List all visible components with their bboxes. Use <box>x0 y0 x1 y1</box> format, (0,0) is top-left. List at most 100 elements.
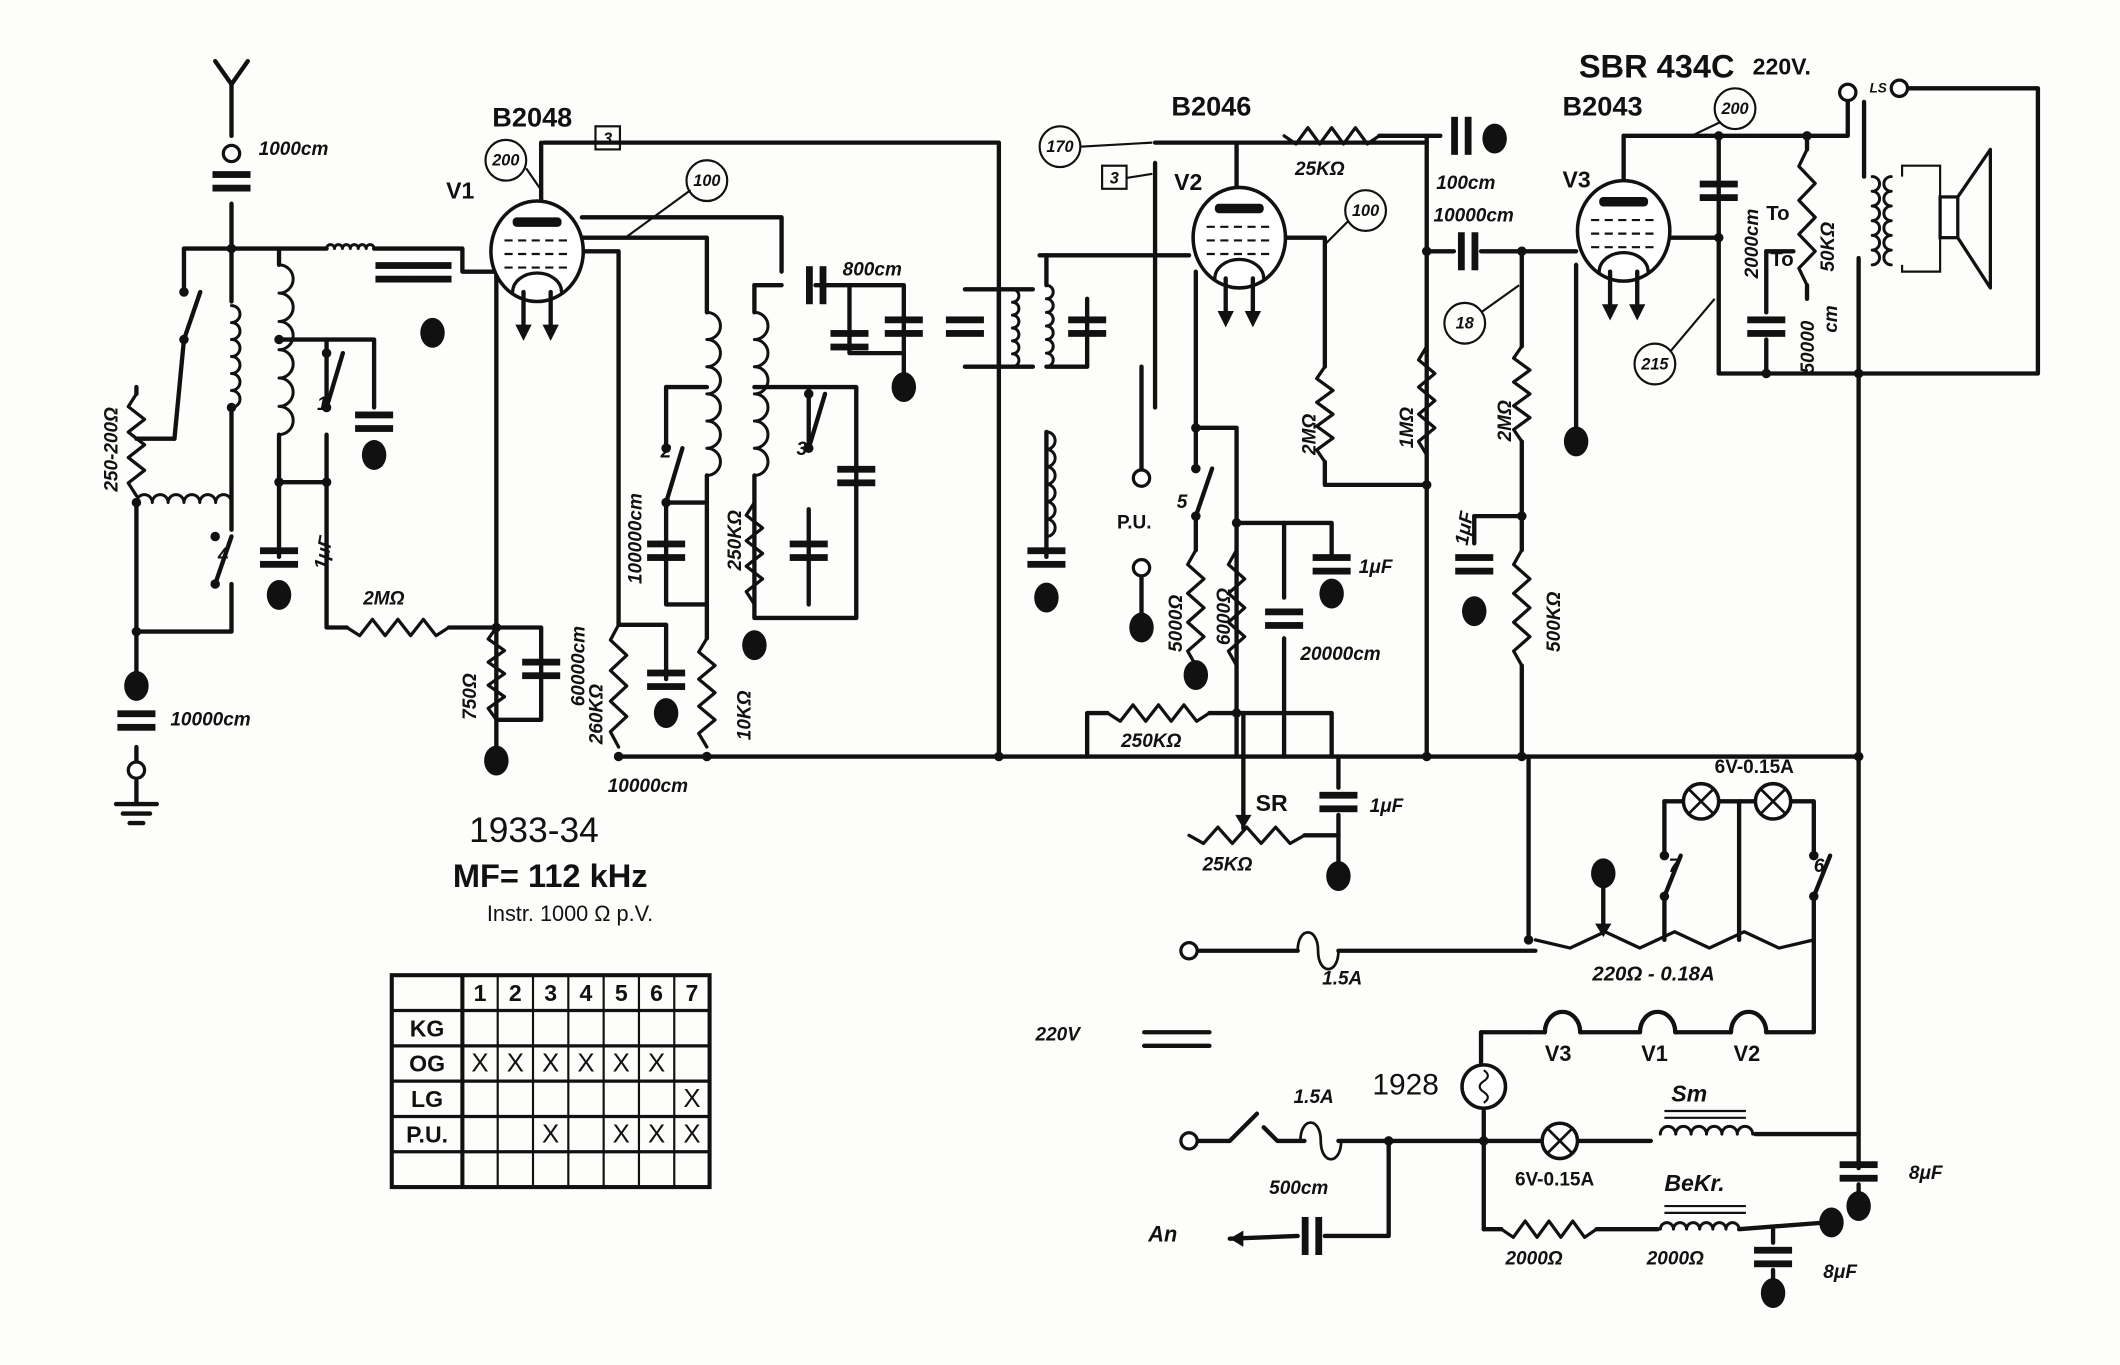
svg-text:10000cm: 10000cm <box>608 776 688 797</box>
ground-dot <box>484 745 509 776</box>
resistor <box>1282 126 1381 146</box>
wire <box>579 249 621 627</box>
wire <box>1261 1125 1307 1144</box>
svg-text:1μF: 1μF <box>1359 557 1394 578</box>
capacitor-plate <box>375 275 414 283</box>
svg-text:750Ω: 750Ω <box>460 673 481 720</box>
capacitor-plate <box>375 262 414 269</box>
wire <box>1322 1138 1391 1239</box>
svg-text:4: 4 <box>217 545 229 566</box>
svg-text:3: 3 <box>1110 169 1119 187</box>
svg-text:10000cm: 10000cm <box>1434 205 1514 226</box>
voltage-tag: 200 <box>484 138 528 182</box>
junction-dot <box>1713 131 1724 141</box>
junction-dot <box>1479 1136 1489 1146</box>
inductor-coil <box>1658 1221 1741 1231</box>
junction-dot <box>1231 708 1242 718</box>
capacitor-plate <box>413 262 452 269</box>
capacitor-plate <box>1699 180 1738 188</box>
capacitor-plate <box>647 669 686 677</box>
capacitor-plate <box>789 540 828 548</box>
tube-grid <box>1206 225 1272 256</box>
junction-dot <box>1517 246 1527 257</box>
capacitor-plate <box>117 723 156 731</box>
inductor-coil <box>1044 430 1057 538</box>
junction-dot <box>274 334 284 345</box>
junction-dot <box>210 531 220 542</box>
svg-text:5000Ω: 5000Ω <box>1166 595 1187 652</box>
junction-dot <box>226 402 237 413</box>
capacitor-plate <box>830 343 869 351</box>
svg-text:6V-0.15A: 6V-0.15A <box>1515 1170 1594 1191</box>
wire <box>134 581 234 634</box>
svg-text:2: 2 <box>660 442 672 463</box>
inductor-coil <box>325 243 376 251</box>
capacitor-plate <box>945 316 984 324</box>
wire <box>213 58 250 87</box>
capacitor-plate <box>1455 554 1494 561</box>
ground-dot <box>361 440 387 470</box>
resistor <box>1499 1219 1599 1239</box>
filament-arrow-icon <box>1601 304 1619 321</box>
choke-core <box>1664 1205 1746 1214</box>
svg-text:P.U.: P.U. <box>1117 512 1152 533</box>
tube-anode <box>1214 203 1264 214</box>
ground-dot <box>1482 123 1507 154</box>
terminal <box>126 760 147 780</box>
capacitor-plate <box>884 316 923 324</box>
junction-dot <box>179 287 189 297</box>
svg-text:1MΩ: 1MΩ <box>1397 407 1418 448</box>
svg-text:60000cm: 60000cm <box>569 626 590 706</box>
junction-dot <box>994 751 1004 762</box>
junction-dot <box>1659 891 1670 902</box>
ground-dot <box>266 579 292 610</box>
loudspeaker-icon <box>1956 147 1993 290</box>
table-row-label: KG <box>410 1015 445 1041</box>
resistor <box>1226 548 1247 668</box>
ground-dot <box>1183 660 1209 690</box>
junction-dot <box>803 443 814 453</box>
svg-text:2000Ω: 2000Ω <box>1504 1248 1562 1269</box>
ground-dot <box>420 317 445 348</box>
model-voltage: 220V. <box>1753 54 1811 80</box>
capacitor-plate <box>1265 622 1304 629</box>
arrow-icon <box>1235 814 1252 829</box>
terminal <box>1179 1131 1199 1151</box>
terminal <box>1131 557 1152 578</box>
junction-dot <box>1761 368 1772 379</box>
junction-dot <box>1517 511 1527 521</box>
svg-text:8μF: 8μF <box>1909 1163 1944 1184</box>
resistor <box>1533 930 1816 950</box>
capacitor-plate <box>884 330 923 337</box>
junction-dot <box>1809 891 1819 902</box>
switch-blade <box>806 391 828 451</box>
svg-text:3: 3 <box>797 439 808 460</box>
lamp-cross <box>1759 787 1787 815</box>
filament-arrow-icon <box>515 324 532 341</box>
capacitor-plate <box>819 266 827 305</box>
junction-dot <box>1231 518 1242 528</box>
svg-text:1928: 1928 <box>1372 1069 1438 1102</box>
resistor <box>1416 344 1437 457</box>
svg-text:20000cm: 20000cm <box>1299 644 1380 665</box>
junction-dot <box>1421 751 1432 762</box>
switch-blade <box>324 350 346 410</box>
junction-dot <box>661 497 671 508</box>
choke-core <box>1664 1109 1746 1119</box>
table-column-header: 4 <box>580 980 593 1006</box>
wire <box>1084 710 1110 759</box>
filament-arrow-icon <box>1217 311 1234 328</box>
wire <box>1716 133 1861 376</box>
junction-dot <box>1659 850 1670 861</box>
terminal <box>1131 468 1152 488</box>
svg-text:V2: V2 <box>1734 1041 1761 1066</box>
resistor <box>1512 344 1532 444</box>
capacitor-plate <box>1839 1161 1878 1169</box>
wire <box>579 215 784 274</box>
junction-dot <box>1713 232 1724 243</box>
table-mark: X <box>613 1120 630 1148</box>
junction-dot <box>1809 850 1819 861</box>
svg-text:100: 100 <box>693 172 720 190</box>
wire <box>172 337 187 441</box>
